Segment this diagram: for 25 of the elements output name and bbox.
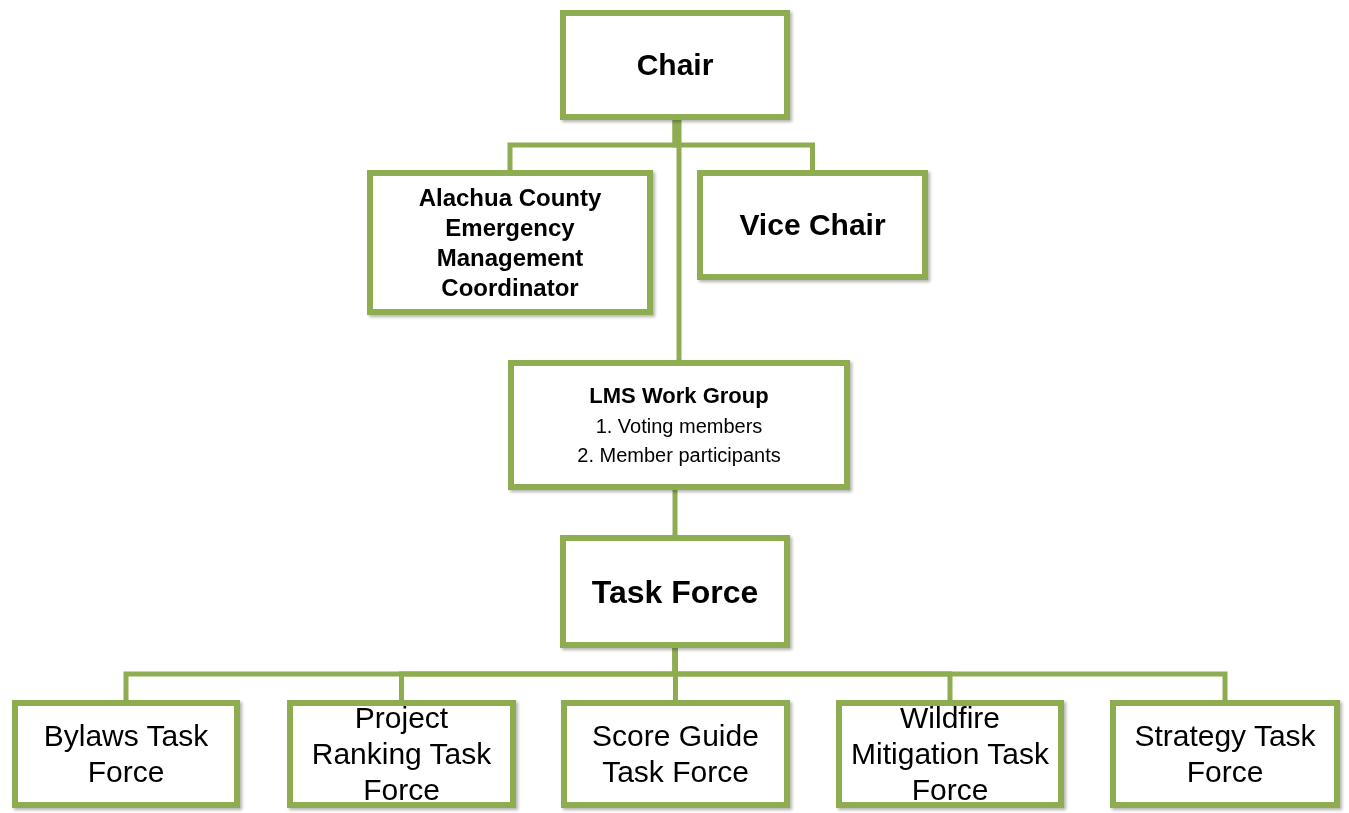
box-label: Project Ranking Task Force [310, 700, 493, 808]
connector-line [672, 490, 678, 535]
box-label: Chair [636, 47, 714, 84]
box-label: Task Force [591, 572, 759, 612]
org-box [560, 535, 790, 648]
connector-line [672, 120, 815, 170]
org-box [1110, 700, 1340, 808]
org-box [287, 700, 516, 808]
org-box [560, 10, 790, 120]
box-label: Vice Chair [739, 207, 886, 244]
box-heading: LMS Work Group [589, 382, 769, 410]
org-box [12, 700, 240, 808]
connector-line [672, 648, 1228, 700]
org-box [508, 360, 850, 490]
box-label: Strategy Task Force [1133, 718, 1317, 790]
list-item: 1. Voting members [595, 413, 763, 439]
connector-line [676, 120, 682, 360]
box-label: Wildfire Mitigation Task Force [850, 700, 1050, 808]
box-label: Score Guide Task Force [591, 718, 760, 790]
list-item: 2. Member participants [577, 442, 781, 468]
org-box [367, 170, 653, 315]
box-label: Alachua County Emergency Management Coordinator [417, 182, 603, 303]
box-label: Bylaws Task Force [42, 718, 210, 790]
org-box [697, 170, 928, 280]
org-box [561, 700, 790, 808]
